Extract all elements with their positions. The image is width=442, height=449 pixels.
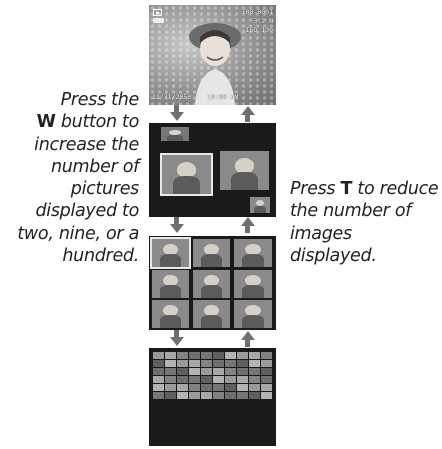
tiny-thumbnail[interactable] xyxy=(153,352,164,359)
tiny-thumbnail[interactable] xyxy=(177,376,188,383)
tiny-thumbnail[interactable] xyxy=(189,360,200,367)
tiny-thumbnail[interactable] xyxy=(237,392,248,399)
thumbnail[interactable] xyxy=(152,300,189,328)
tiny-thumbnail[interactable] xyxy=(177,360,188,367)
tiny-thumbnail[interactable] xyxy=(249,392,260,399)
tiny-thumbnail[interactable] xyxy=(237,360,248,367)
screen-single-image: 100-0001 3:2 N ISO 100 12/31/2050 10:00 … xyxy=(149,5,276,105)
portrait-photo xyxy=(189,23,241,105)
t-button-label: T xyxy=(340,179,353,199)
w-button-label: W xyxy=(36,112,56,133)
tiny-thumbnail[interactable] xyxy=(213,360,224,367)
tiny-thumbnail[interactable] xyxy=(249,376,260,383)
tiny-thumbnail[interactable] xyxy=(189,368,200,375)
tiny-thumbnail[interactable] xyxy=(189,376,200,383)
tiny-thumbnail[interactable] xyxy=(225,352,236,359)
tiny-thumbnail[interactable] xyxy=(261,368,272,375)
thumbnail[interactable] xyxy=(234,270,272,298)
tiny-thumbnail[interactable] xyxy=(153,392,164,399)
tiny-thumbnail[interactable] xyxy=(249,368,260,375)
tiny-thumbnail[interactable] xyxy=(177,384,188,391)
tiny-thumbnail[interactable] xyxy=(201,352,212,359)
frame-number: 100-0001 xyxy=(241,8,273,16)
playback-mode-icon xyxy=(153,9,162,16)
tiny-thumbnail[interactable] xyxy=(225,376,236,383)
tiny-thumbnail[interactable] xyxy=(213,368,224,375)
tiny-thumbnail[interactable] xyxy=(201,392,212,399)
tiny-thumbnail[interactable] xyxy=(201,376,212,383)
thumbnail-selected[interactable] xyxy=(160,153,213,196)
tiny-thumbnail[interactable] xyxy=(237,376,248,383)
tiny-thumbnail[interactable] xyxy=(165,384,176,391)
tiny-thumbnail[interactable] xyxy=(153,376,164,383)
date-readout: 12/31/2050 xyxy=(152,93,192,101)
screen-hundred-frames xyxy=(149,348,276,446)
tiny-thumbnail[interactable] xyxy=(237,352,248,359)
thumbnail[interactable] xyxy=(234,239,272,267)
tiny-thumbnail[interactable] xyxy=(165,376,176,383)
tiny-thumbnail[interactable] xyxy=(201,384,212,391)
image-size: 3:2 N xyxy=(253,17,273,25)
tiny-thumbnail[interactable] xyxy=(261,360,272,367)
tiny-thumbnail[interactable] xyxy=(249,352,260,359)
tiny-thumbnail[interactable] xyxy=(213,352,224,359)
thumbnail[interactable] xyxy=(193,300,230,328)
tiny-thumbnail[interactable] xyxy=(177,392,188,399)
tiny-thumbnail[interactable] xyxy=(261,392,272,399)
internal-memory-icon xyxy=(153,18,164,23)
thumbnail[interactable] xyxy=(193,239,230,267)
tiny-thumbnail[interactable] xyxy=(177,368,188,375)
left-caption-part1: Press the xyxy=(60,90,140,110)
tiny-thumbnail[interactable] xyxy=(177,352,188,359)
left-caption: Press the W button to increase the numbe… xyxy=(0,89,139,267)
tiny-thumbnail[interactable] xyxy=(165,368,176,375)
tiny-thumbnail[interactable] xyxy=(201,360,212,367)
tiny-thumbnail[interactable] xyxy=(165,352,176,359)
thumbnail[interactable] xyxy=(152,270,189,298)
tiny-thumbnail[interactable] xyxy=(153,360,164,367)
tiny-thumbnail[interactable] xyxy=(225,368,236,375)
thumbnail[interactable] xyxy=(234,300,272,328)
tiny-thumbnail[interactable] xyxy=(225,384,236,391)
tiny-thumbnail[interactable] xyxy=(225,360,236,367)
tiny-thumbnail[interactable] xyxy=(225,392,236,399)
tiny-thumbnail[interactable] xyxy=(261,384,272,391)
tiny-thumbnail[interactable] xyxy=(261,352,272,359)
thumbnail-selected[interactable] xyxy=(150,237,191,269)
tiny-thumbnail[interactable] xyxy=(153,368,164,375)
tiny-thumbnail[interactable] xyxy=(189,352,200,359)
tiny-thumbnail[interactable] xyxy=(201,368,212,375)
screen-nine-frames xyxy=(149,236,276,330)
tiny-thumbnail[interactable] xyxy=(165,392,176,399)
right-caption-part1: Press xyxy=(290,179,336,199)
tiny-thumbnail[interactable] xyxy=(237,384,248,391)
right-caption-part2: to reduce the number of images displayed… xyxy=(290,179,439,266)
tiny-thumbnail[interactable] xyxy=(153,384,164,391)
tiny-thumbnail[interactable] xyxy=(261,376,272,383)
thumbnail[interactable] xyxy=(220,151,269,190)
mini-frame-indicator xyxy=(161,127,189,141)
tiny-thumbnail[interactable] xyxy=(189,384,200,391)
tiny-thumbnail[interactable] xyxy=(189,392,200,399)
tiny-thumbnail[interactable] xyxy=(213,376,224,383)
iso-readout: ISO 100 xyxy=(245,26,273,34)
time-readout: 10:00 AM xyxy=(207,93,239,101)
tiny-thumbnail[interactable] xyxy=(237,368,248,375)
tiny-thumbnail[interactable] xyxy=(213,384,224,391)
mini-preview xyxy=(250,197,270,213)
left-caption-part2: button to increase the number of picture… xyxy=(17,112,139,267)
right-caption: Press T to reduce the number of images d… xyxy=(290,178,442,267)
tiny-thumbnail[interactable] xyxy=(165,360,176,367)
screen-two-frames xyxy=(149,123,276,217)
tiny-thumbnail[interactable] xyxy=(249,360,260,367)
thumbnail[interactable] xyxy=(193,270,230,298)
tiny-thumbnail[interactable] xyxy=(249,384,260,391)
tiny-thumbnail[interactable] xyxy=(213,392,224,399)
